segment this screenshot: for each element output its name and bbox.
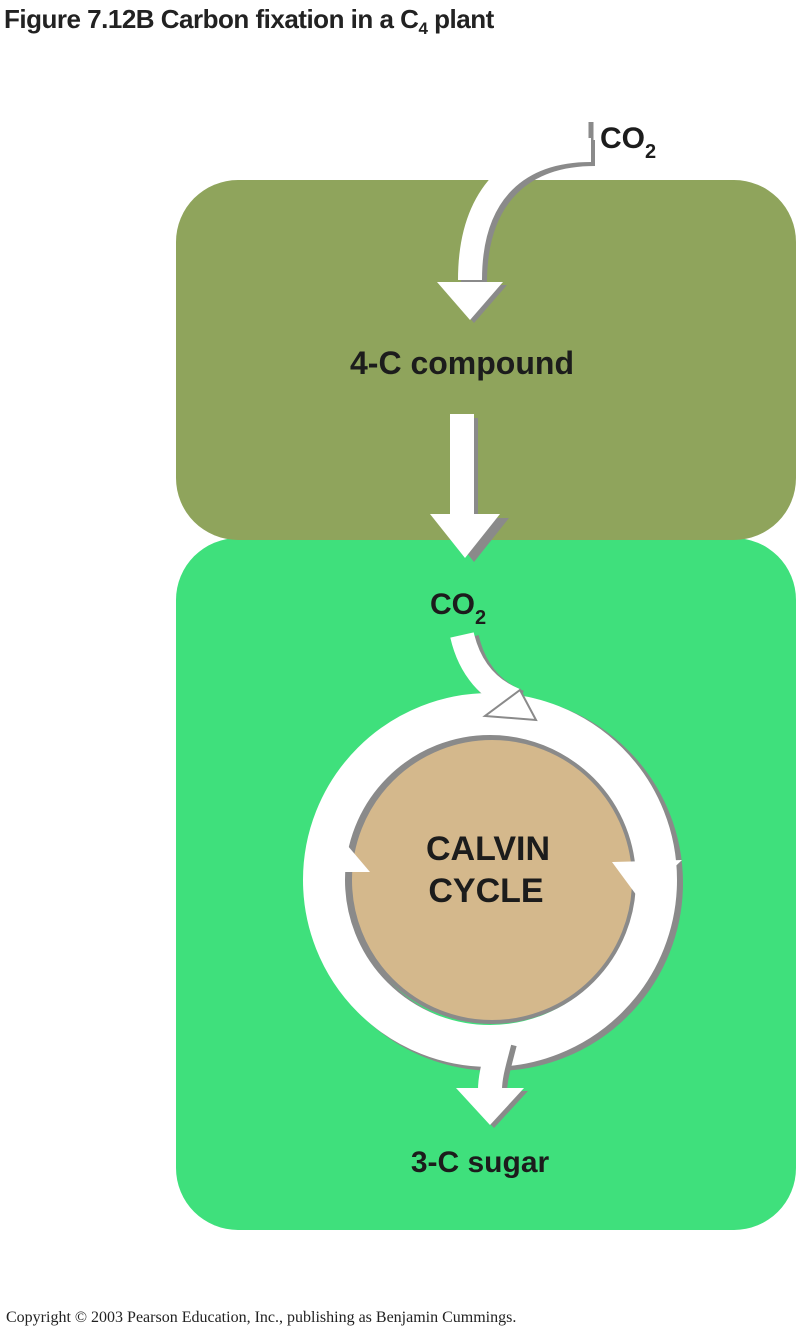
- co2-mid-label: CO2: [430, 588, 486, 629]
- figure-title: Figure 7.12B Carbon fixation in a C4 pla…: [4, 4, 494, 39]
- transfer-arrow: [430, 414, 509, 562]
- sugar-output-arrow: [478, 1037, 512, 1091]
- cycle-arrowhead-right: [612, 860, 682, 900]
- title-text: Figure 7.12B Carbon fixation in a C: [4, 4, 419, 34]
- calvin-label-line2: CYCLE: [428, 872, 543, 910]
- calvin-label-line1: CALVIN: [426, 830, 550, 868]
- three-c-sugar-label: 3-C sugar: [411, 1146, 550, 1179]
- cycle-arrowhead-top: [482, 688, 538, 722]
- co2-top-label: CO2: [600, 122, 656, 163]
- four-c-compound-label: 4-C compound: [350, 345, 574, 381]
- cycle-arrowhead-left: [305, 832, 370, 872]
- title-tail: plant: [427, 4, 494, 34]
- mesophyll-cell: [176, 180, 796, 540]
- title-subscript: 4: [418, 19, 428, 39]
- copyright: Copyright © 2003 Pearson Education, Inc.…: [6, 1309, 517, 1326]
